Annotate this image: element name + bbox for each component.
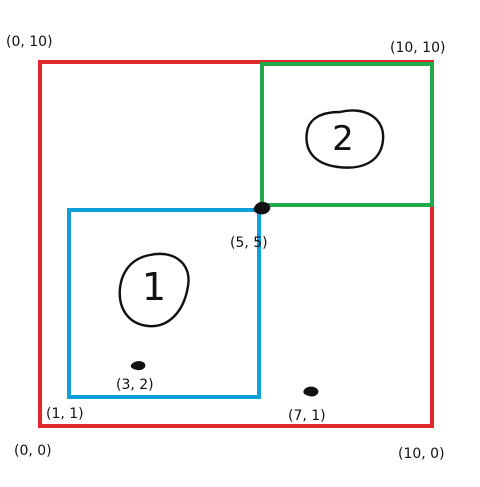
point-7-1-mark bbox=[303, 386, 319, 397]
bottom-left-square bbox=[67, 208, 261, 399]
circled-numeral-1: 1 bbox=[142, 265, 166, 309]
point-5-5-mark bbox=[253, 201, 271, 215]
outer-square bbox=[38, 60, 434, 428]
circle-1-outline bbox=[118, 252, 190, 328]
point-3-2-mark bbox=[130, 361, 146, 371]
region-mark-2: 2 bbox=[305, 109, 385, 169]
label-bottom-right-corner: (10, 0) bbox=[398, 446, 445, 462]
circle-2-outline bbox=[305, 109, 385, 169]
label-bottom-left-corner: (0, 0) bbox=[14, 443, 52, 459]
region-mark-1: 1 bbox=[118, 252, 190, 328]
top-right-square bbox=[260, 62, 434, 207]
circled-numeral-2: 2 bbox=[332, 119, 354, 159]
label-point-7-1: (7, 1) bbox=[288, 408, 326, 424]
label-top-left-corner: (0, 10) bbox=[6, 34, 53, 50]
label-point-3-2: (3, 2) bbox=[116, 377, 154, 393]
label-point-5-5: (5, 5) bbox=[230, 235, 268, 251]
label-inner-corner: (1, 1) bbox=[46, 406, 84, 422]
label-top-right-corner: (10, 10) bbox=[390, 40, 445, 56]
